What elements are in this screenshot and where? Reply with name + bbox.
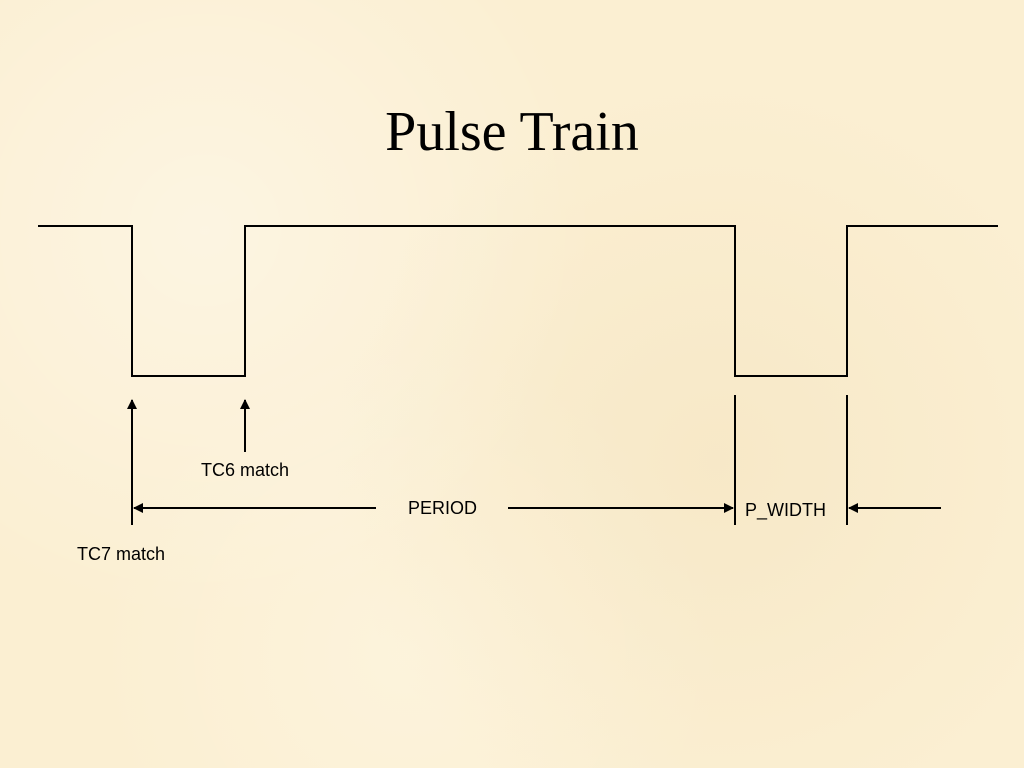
pulse-waveform [38,225,998,377]
tc6-label: TC6 match [201,460,289,480]
slide-title: Pulse Train [385,101,639,163]
pwidth-label: P_WIDTH [745,500,826,521]
period-label: PERIOD [408,498,477,518]
tc7-label: TC7 match [77,544,165,564]
